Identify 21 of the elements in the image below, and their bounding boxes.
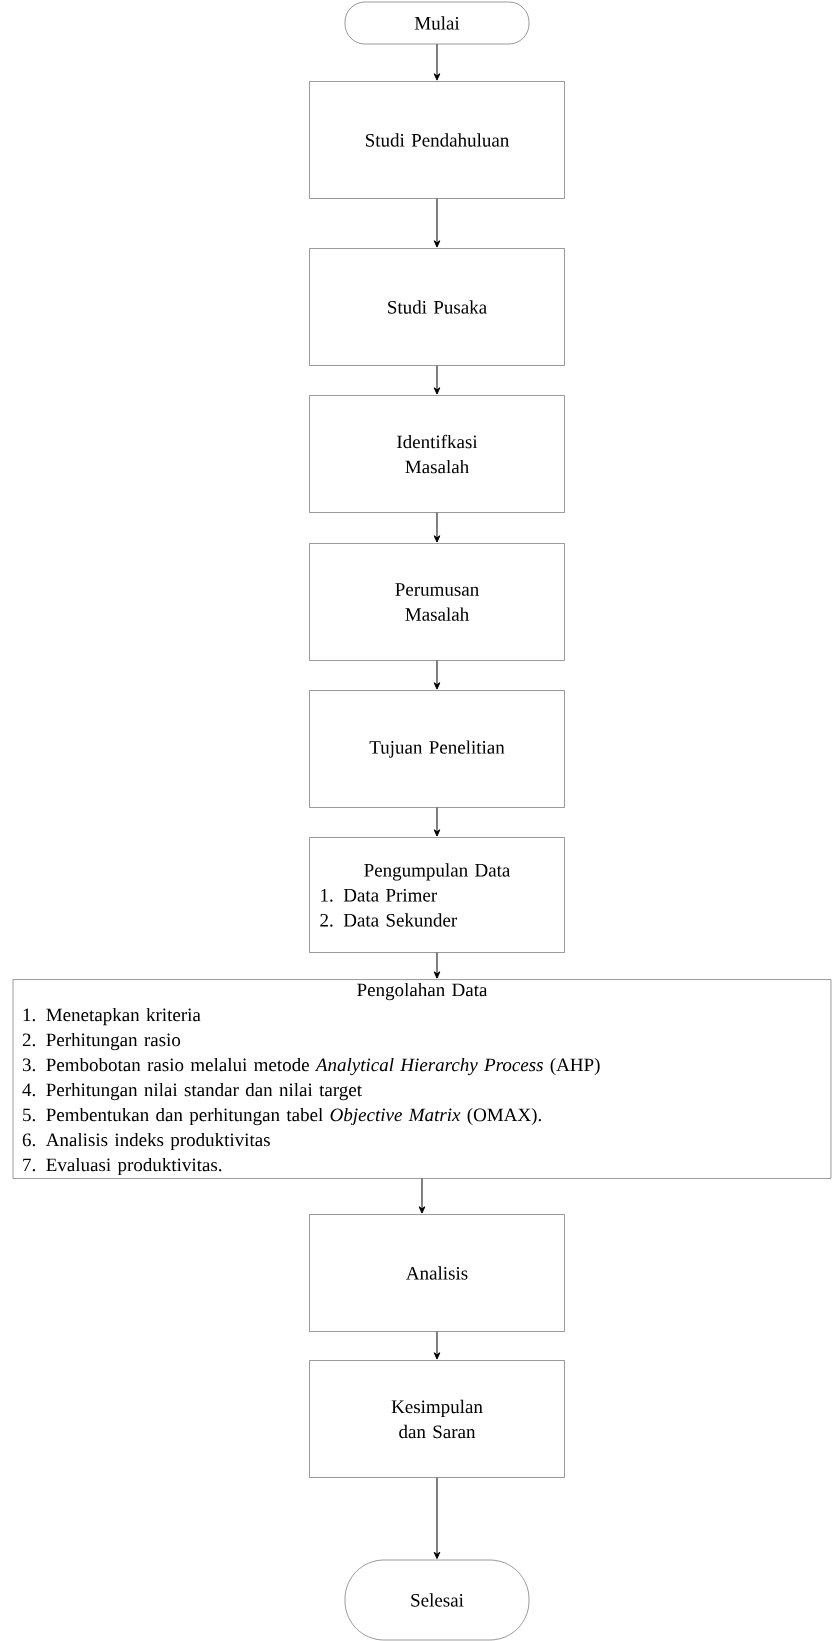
arrow bbox=[433, 365, 441, 395]
process-box: Studi Pendahuluan bbox=[309, 81, 565, 199]
process-box: Pengolahan Data 1. Menetapkan kriteria 2. Perhitungan rasio 3. Pembobotan rasio melalui metode Analytical Hierarchy Process (AHP) 4. Perhitungan nilai standar dan nilai target 5. Pembentukan dan perhitungan tabel Objective Matrix (OMAX). 6. Analisis indeks produktivitas 7. Evaluasi produktivitas. bbox=[12, 979, 832, 1179]
terminator: Selesai bbox=[344, 1559, 530, 1641]
arrow bbox=[433, 198, 441, 248]
arrow bbox=[433, 1331, 441, 1360]
process-box: Identifkasi Masalah bbox=[309, 395, 565, 513]
arrow bbox=[433, 807, 441, 837]
process-box: Perumusan Masalah bbox=[309, 543, 565, 661]
process-box: Pengumpulan Data 1. Data Primer 2. Data Sekunder bbox=[309, 837, 565, 953]
process-box: Studi Pusaka bbox=[309, 248, 565, 366]
terminator: Mulai bbox=[344, 1, 530, 45]
arrow bbox=[433, 1477, 441, 1560]
arrow bbox=[433, 660, 441, 690]
arrow bbox=[433, 952, 441, 979]
arrow bbox=[433, 512, 441, 543]
arrow bbox=[418, 1178, 426, 1214]
process-box: Tujuan Penelitian bbox=[309, 690, 565, 808]
process-box: Analisis bbox=[309, 1214, 565, 1332]
arrow bbox=[433, 43, 441, 81]
process-box: Kesimpulan dan Saran bbox=[309, 1360, 565, 1478]
